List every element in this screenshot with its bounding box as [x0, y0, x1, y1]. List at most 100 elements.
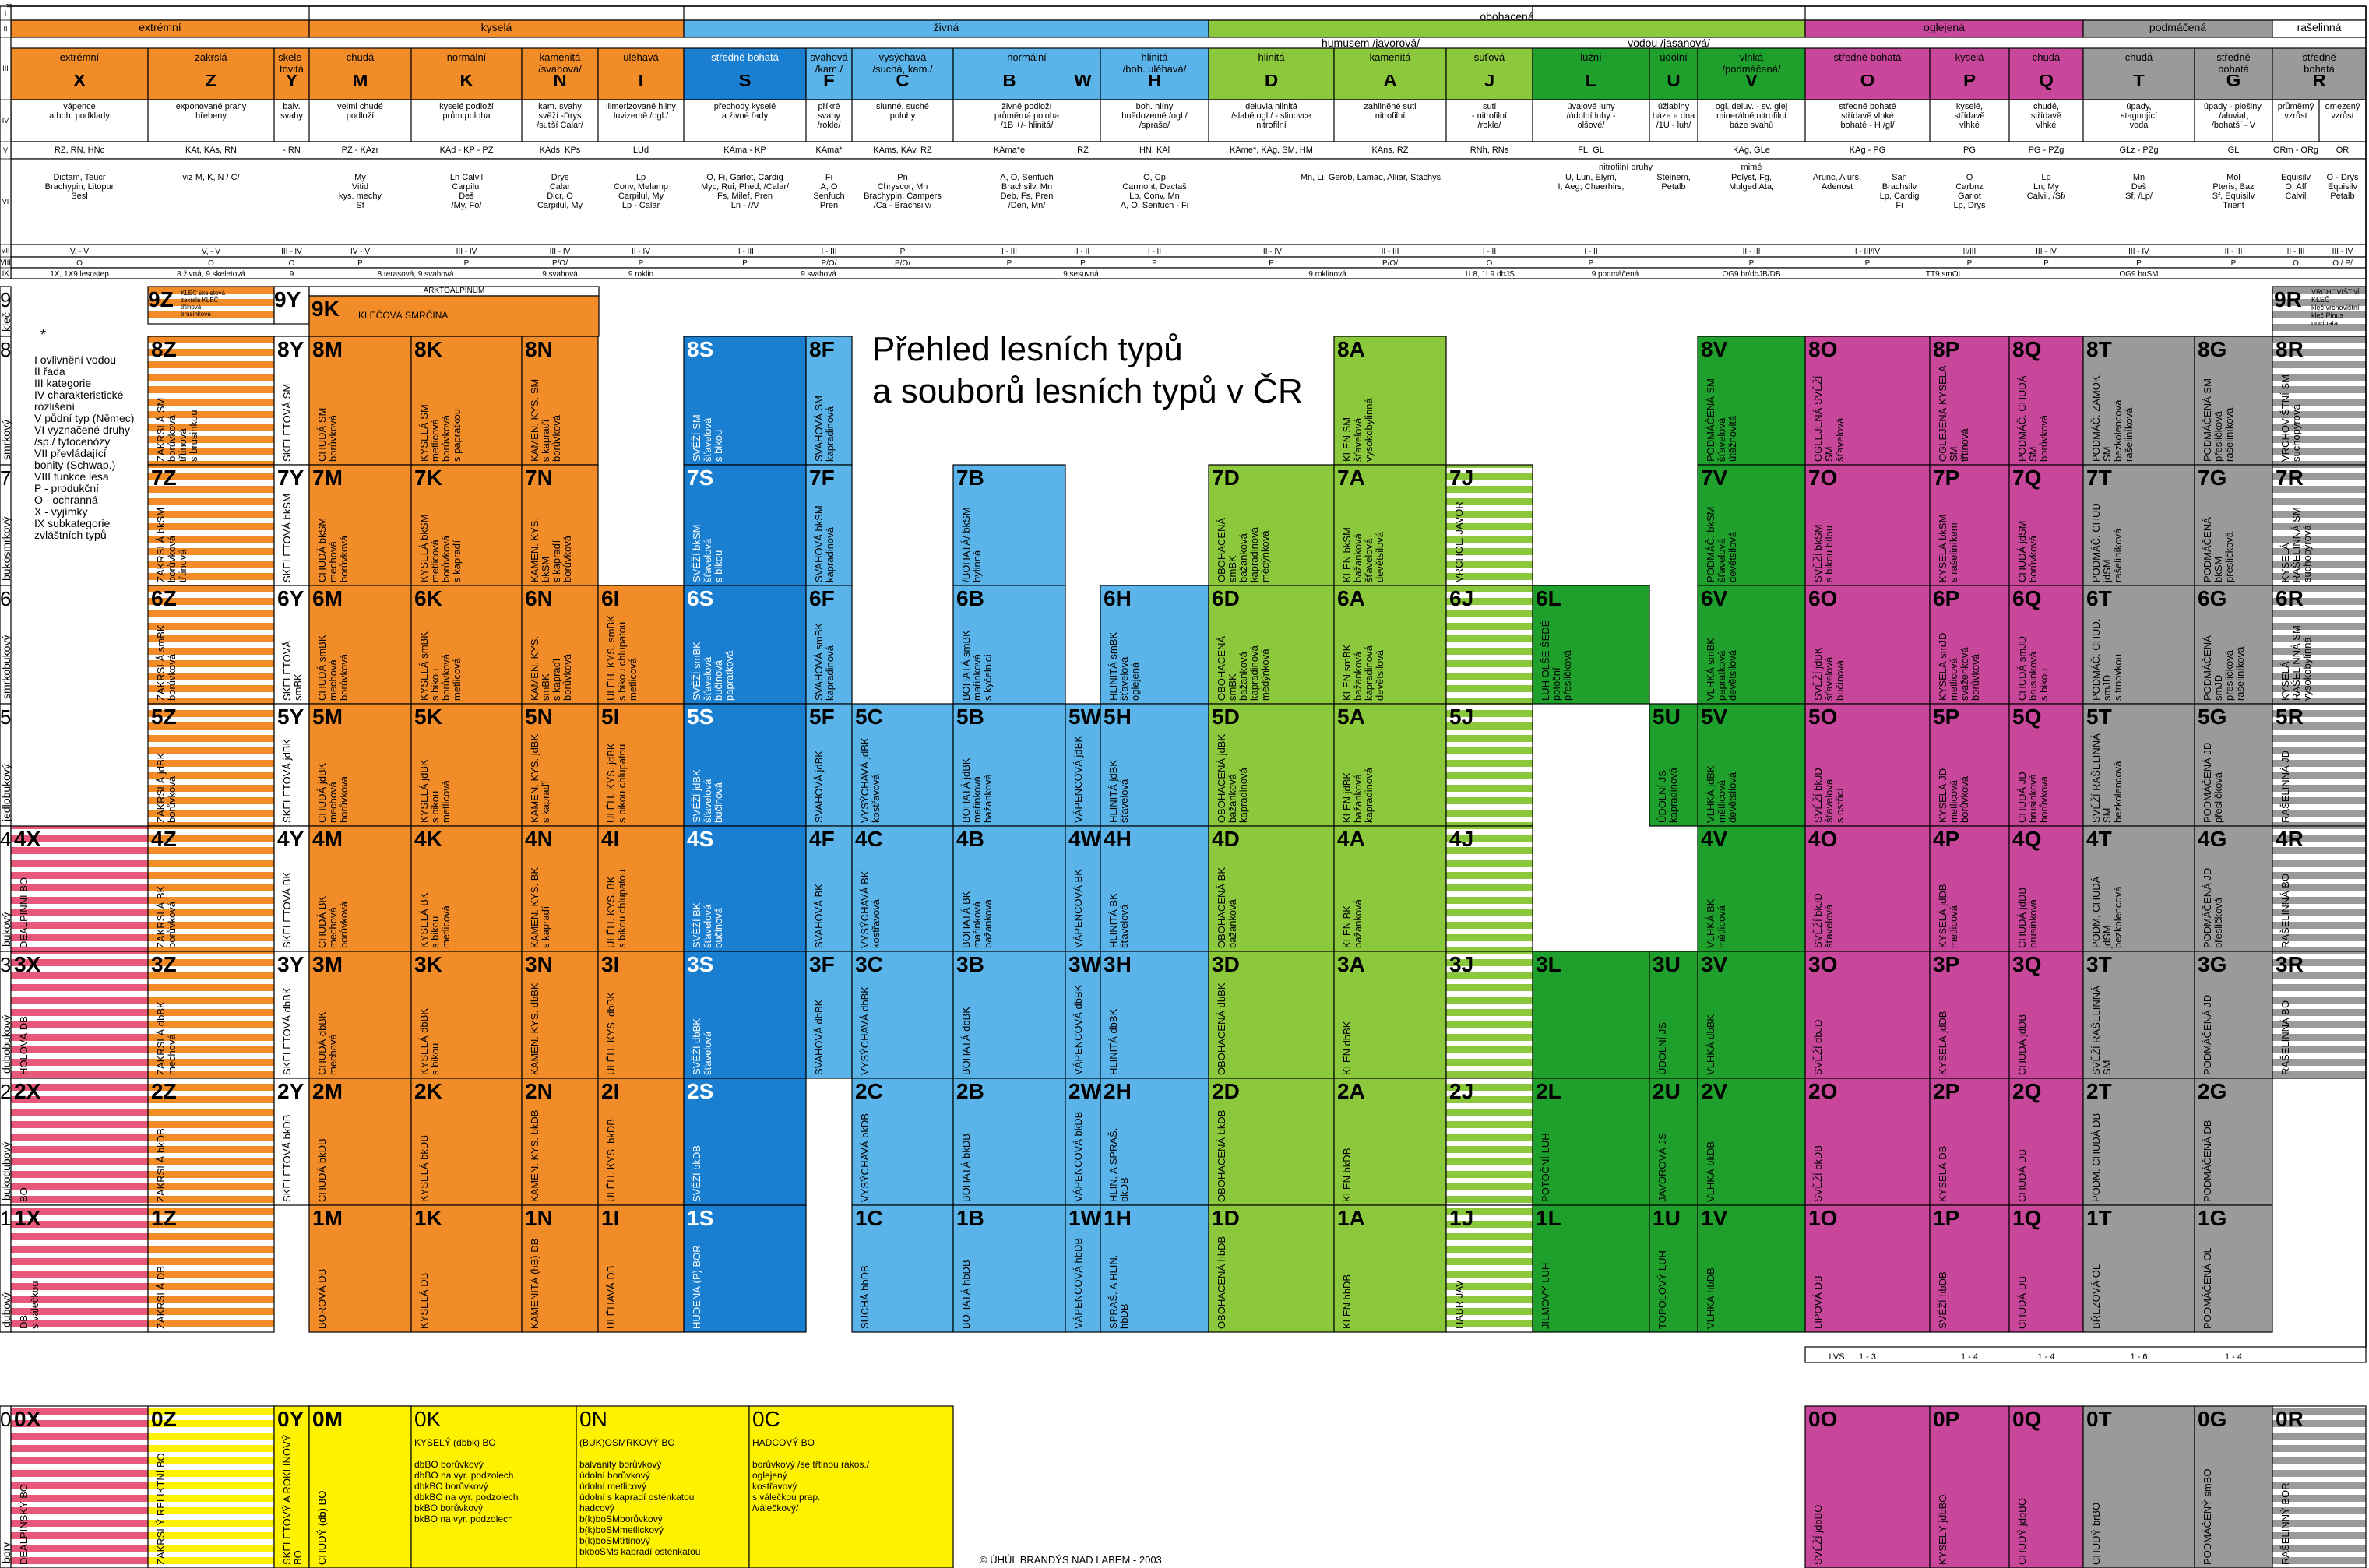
cell-3W	[1065, 951, 1101, 1079]
zone-number-8: 8	[0, 338, 12, 361]
category-label-C: vysýchavá /suchá, kam./	[872, 51, 933, 75]
cell-1J	[1445, 1204, 1533, 1333]
cell-code-8K: 8K	[414, 337, 442, 361]
cell-5C	[851, 703, 954, 827]
row5-cell-19: PG	[1963, 146, 1976, 155]
row6-cell-23: Equisilv O, Aff Calvil	[2281, 173, 2311, 201]
header-humusem: humusem /javorová/	[1321, 37, 1420, 48]
cell-1D	[1208, 1204, 1335, 1333]
row4-cell-8: příkré svahy /rokle/	[817, 102, 841, 130]
row5-cell-4: KAd - KP - PZ	[439, 146, 494, 155]
cell-text-8T: PODMÁČ. ZAMOK. SM bezkolencová rašeliník…	[2090, 372, 2135, 462]
row6-cell-5: Drys Calar Dicr, O Carpilul, My	[537, 173, 583, 210]
cell-1K	[410, 1204, 523, 1333]
cell-text-1O: LIPOVÁ DB	[1812, 1275, 1824, 1329]
cell-5Z	[147, 703, 275, 827]
row9-cell-3: 8 terasová, 9 svahová	[377, 270, 454, 279]
cell-code-4O: 4O	[1808, 827, 1838, 851]
cell-code-6V: 6V	[1701, 586, 1728, 610]
cell-code-8V: 8V	[1701, 337, 1728, 361]
cell-1U	[1649, 1204, 1698, 1333]
cell-text-4M: CHUDÁ BK mechová borůvková	[316, 895, 350, 948]
cell-8Y	[273, 336, 310, 466]
cell-code-6I: 6I	[601, 586, 620, 610]
sp	[2195, 92, 2272, 100]
cell-code-1P: 1P	[1933, 1206, 1960, 1230]
cell-3Y	[273, 951, 310, 1079]
letter-R: R	[2312, 75, 2326, 91]
cell-code-3T: 3T	[2086, 952, 2112, 976]
cell-code-1L: 1L	[1536, 1206, 1561, 1230]
category-label-X: extrémní	[59, 51, 100, 63]
cell-7G	[2194, 464, 2273, 586]
cell-0T	[2082, 1405, 2195, 1568]
cell-code-3W: 3W	[1068, 952, 1101, 976]
category-label-Z: zakrslá	[195, 51, 227, 63]
row8-cell-16: P	[1588, 259, 1594, 268]
row7-cell-4: III - IV	[456, 248, 477, 256]
row7-cell-20: III - IV	[2036, 248, 2057, 256]
cell-text-7A: KLEN bkSM bažanková šťavelová devětsilov…	[1341, 527, 1385, 582]
row4-cell-15: úvalové luhy /údolní luhy - olšové/	[1566, 102, 1616, 130]
cell-8K	[410, 336, 523, 466]
row5-cell-13: KAme*, KAg, SM, HM	[1230, 146, 1313, 155]
cell-text-3H: HLINITÁ dbBK	[1107, 1008, 1119, 1075]
category-label-R: středně bohatá	[2302, 51, 2336, 75]
cell-2H	[1100, 1078, 1209, 1206]
row4-cell-22: úpady - plošiny, /aluvial, /bohatší - V	[2203, 102, 2264, 130]
letter-M: M	[352, 75, 368, 91]
row7-cell-22: II - III	[2224, 248, 2243, 256]
row6-mime: mimé	[1741, 163, 1762, 171]
cell-text-2B: BOHATÁ bkDB	[960, 1134, 972, 1202]
cell-code-7J: 7J	[1449, 466, 1474, 490]
cell-text-8A: KLEN SM šťavelová vysokobylinná	[1341, 398, 1375, 462]
cell-text-5Z: ZAKRSLÁ jdBK borůvková	[155, 752, 178, 823]
cell-2S	[683, 1078, 807, 1206]
cell-code-7B: 7B	[956, 466, 984, 490]
cell-2P	[1929, 1078, 2010, 1206]
cell-7V	[1697, 464, 1806, 586]
cell-code-7M: 7M	[312, 466, 343, 490]
cell-code-5K: 5K	[414, 705, 442, 729]
cell-8V	[1697, 336, 1806, 466]
asterisk-mark: *	[6, 0, 12, 16]
cell-2G	[2194, 1078, 2273, 1206]
row9-cell-9: 1L8, 1L9 dbJS	[1464, 270, 1515, 279]
cell-text-6I: ULÉH. KYS. smBK s bikou chlupatou metlic…	[605, 615, 639, 701]
row4-cell-5: kam. svahy svěží -Drys /suťší Calar/	[537, 102, 583, 130]
row5-cell-24: OR	[2336, 146, 2350, 155]
category-label-Q: chudá	[2032, 51, 2061, 63]
lvs-value-4: 1 - 4	[2224, 1352, 2242, 1362]
row9-cell-10: 9 podmáčená	[1591, 270, 1639, 279]
arktoalpinum-label: ARKTOALPINUM	[423, 287, 485, 295]
category-label-N: kamenitá /svahová/	[538, 51, 582, 75]
cell-text-5W: VÁPENCOVÁ jdBK	[1072, 736, 1084, 823]
cell-text-1L: JILMOVÝ LUH	[1540, 1262, 1551, 1329]
cell-text-5T: SVĚŽÍ RAŠELINNÁ SM bezkolencová	[2090, 733, 2124, 823]
category-cell-K	[410, 47, 523, 100]
cell-code-1S: 1S	[687, 1206, 714, 1230]
row6-cell-20: Lp Ln, My Calvil, /Sf/	[2026, 173, 2066, 201]
letter-O: O	[1860, 75, 1875, 91]
cell-text-0K: KYSELÝ (dbbk) BO dbBO borůvkový dbBO na …	[414, 1437, 519, 1524]
cell-6H	[1100, 585, 1209, 705]
row4-cell-18: středně bohaté střídavě vlhké bohaté - H…	[1839, 102, 1896, 130]
sp	[598, 92, 684, 100]
cell-code-4D: 4D	[1212, 827, 1240, 851]
cell-6L	[1532, 585, 1650, 705]
zone9-klec-text: KLEČ skeletová zakrslá KLEČ třtinová bru…	[181, 290, 225, 318]
cell-code-7A: 7A	[1337, 466, 1365, 490]
cell-code-1I: 1I	[601, 1206, 620, 1230]
cell-0R	[2272, 1405, 2367, 1568]
row6-cell-19: O Carbnz Garlot Lp, Drys	[1953, 173, 1986, 210]
cell-code-5J: 5J	[1449, 705, 1474, 729]
cell-4I	[597, 825, 685, 952]
cell-code-0T: 0T	[2086, 1407, 2112, 1431]
row7-cell-13: III - IV	[1261, 248, 1282, 256]
cell-text-3P: KYSELÁ jdDB	[1937, 1011, 1948, 1075]
letter-H: H	[1147, 75, 1162, 91]
cell-text-5I: ULÉH. KYS. jdBK s bikou chlupatou	[605, 743, 628, 823]
zone-name-9: kleč	[0, 312, 12, 332]
cell-6P	[1929, 585, 2010, 705]
